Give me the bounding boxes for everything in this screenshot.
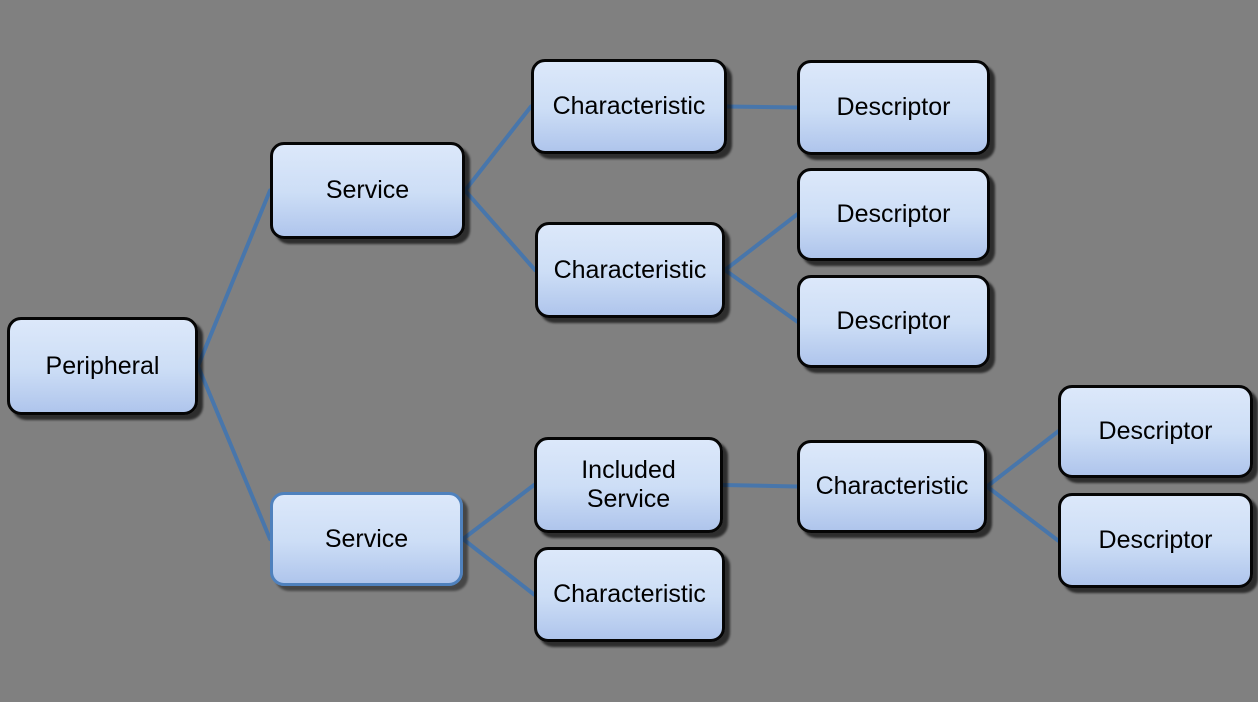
node-characteristic-4: Characteristic — [797, 440, 987, 533]
node-descriptor-3: Descriptor — [797, 275, 990, 368]
node-label-descriptor-4: Descriptor — [1098, 417, 1213, 446]
node-label-characteristic-3: Characteristic — [553, 580, 706, 609]
node-label-descriptor-5: Descriptor — [1098, 526, 1213, 555]
node-label-descriptor-2: Descriptor — [836, 200, 951, 229]
connector-included-service-to-characteristic-4 — [721, 483, 799, 489]
connector-characteristic-2-to-descriptor-3 — [723, 268, 799, 324]
node-characteristic-3: Characteristic — [534, 547, 725, 642]
node-label-service-1: Service — [325, 176, 410, 205]
node-label-peripheral: Peripheral — [45, 351, 160, 380]
node-descriptor-2: Descriptor — [797, 168, 990, 261]
connector-characteristic-1-to-descriptor-1 — [725, 104, 799, 110]
connector-service-1-to-characteristic-2 — [463, 188, 537, 272]
node-descriptor-1: Descriptor — [797, 60, 990, 155]
node-label-descriptor-3: Descriptor — [836, 307, 951, 336]
node-label-service-2: Service — [324, 524, 409, 553]
node-characteristic-2: Characteristic — [535, 222, 725, 318]
connector-peripheral-to-service-2 — [196, 364, 272, 541]
connector-characteristic-4-to-descriptor-5 — [985, 484, 1060, 543]
node-label-characteristic-2: Characteristic — [553, 255, 707, 284]
node-characteristic-1: Characteristic — [531, 59, 727, 154]
node-label-characteristic-4: Characteristic — [815, 472, 969, 501]
connector-service-1-to-characteristic-1 — [463, 104, 533, 193]
node-label-included-service: Included Service — [581, 456, 676, 513]
node-descriptor-5: Descriptor — [1058, 493, 1253, 588]
connector-characteristic-2-to-descriptor-2 — [723, 212, 799, 272]
connector-characteristic-4-to-descriptor-4 — [985, 429, 1060, 489]
connector-service-2-to-characteristic-3 — [461, 537, 536, 597]
node-service-1: Service — [270, 142, 465, 239]
node-label-descriptor-1: Descriptor — [836, 93, 951, 122]
connector-service-2-to-included-service — [461, 483, 536, 541]
node-service-2: Service — [270, 492, 463, 586]
connector-peripheral-to-service-1 — [196, 188, 272, 368]
node-peripheral: Peripheral — [7, 317, 198, 415]
node-descriptor-4: Descriptor — [1058, 385, 1253, 478]
node-label-characteristic-1: Characteristic — [552, 92, 706, 121]
node-included-service: Included Service — [534, 437, 723, 533]
